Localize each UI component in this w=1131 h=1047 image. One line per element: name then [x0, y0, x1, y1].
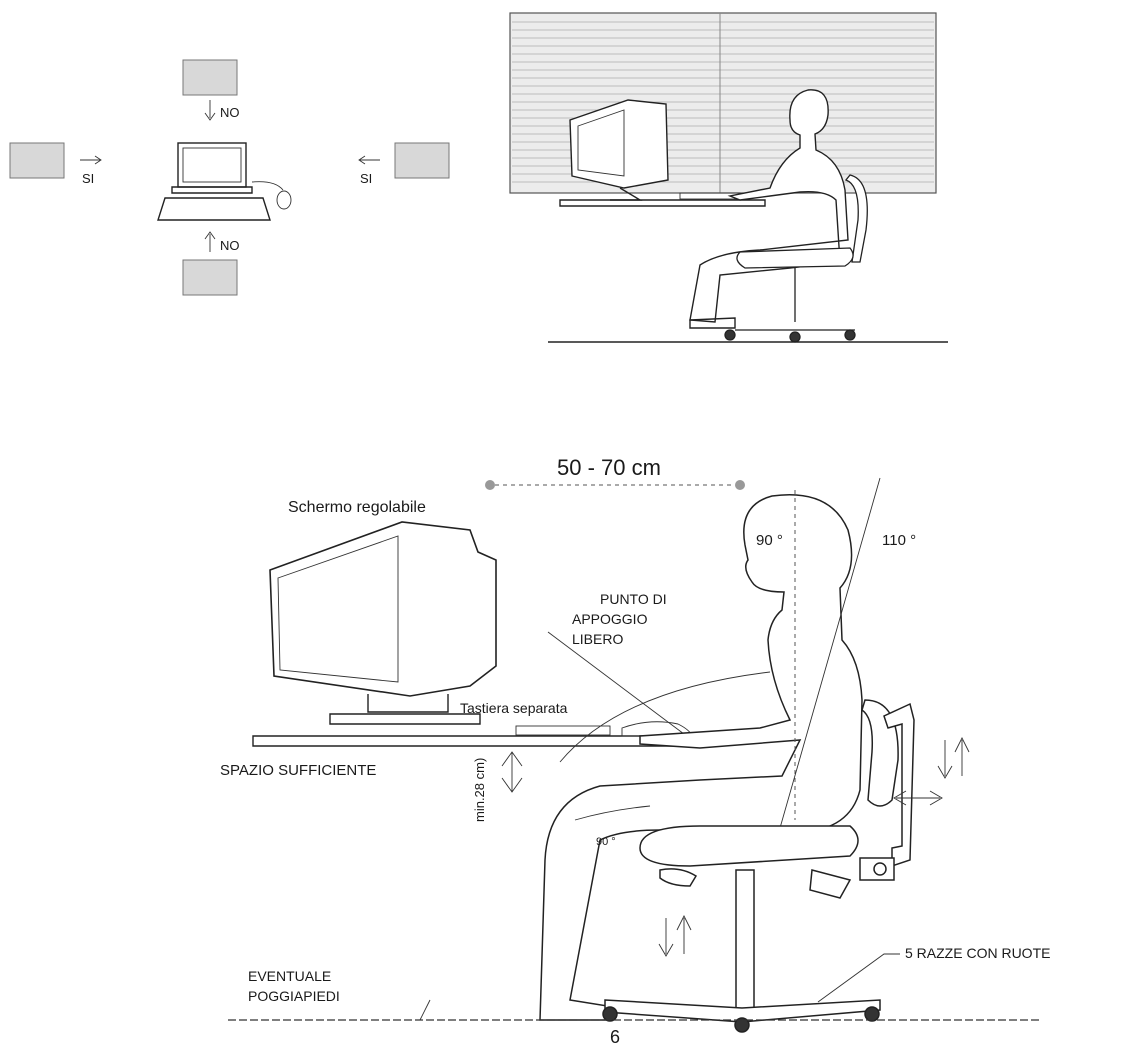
footrest-pointer: [419, 999, 431, 1021]
distance-label: 50 - 70 cm: [557, 455, 661, 480]
chair-small: [724, 174, 868, 343]
label-no-top: NO: [220, 105, 240, 120]
backrest-height-arrows-icon: [937, 736, 970, 779]
footrest-small: [689, 317, 736, 329]
angle-knee-label: 90 °: [596, 836, 616, 848]
angle-back-label: 110 °: [882, 532, 916, 549]
page-number: 6: [610, 1027, 620, 1047]
arrow-left-icon: [358, 155, 380, 165]
backrest-depth-arrows-icon: [893, 790, 943, 806]
footrest-label-1: EVENTUALE: [248, 968, 331, 984]
window-left: [9, 142, 65, 179]
monitor-large-icon: [269, 521, 497, 725]
label-si-left: SI: [82, 171, 94, 186]
window-top: [182, 59, 238, 96]
keyboard: [515, 725, 611, 736]
seat-height-arrows-icon: [658, 914, 692, 957]
arrow-right-icon: [80, 155, 102, 165]
screen-label: Schermo regolabile: [288, 499, 426, 516]
arm-arc: [559, 671, 771, 763]
ergonomics-main-scene: 50 - 70 cm Schermo regolabile Tastiera s…: [220, 455, 1050, 1033]
keyboard-label: Tastiera separata: [460, 700, 568, 716]
laptop-icon: [157, 142, 292, 221]
desk-small: [559, 199, 766, 207]
knee-arc: [574, 805, 651, 821]
support-label-1: PUNTO DI: [600, 591, 667, 607]
arrow-up-icon: [204, 231, 216, 252]
person-large: [539, 494, 863, 1021]
angle-head-label: 90 °: [756, 532, 783, 549]
distance-dot-left: [485, 480, 495, 490]
label-si-right: SI: [360, 171, 372, 186]
min-height-label: min.28 cm): [472, 758, 487, 822]
monitor-small-icon: [569, 99, 669, 201]
footrest-label-2: POGGIAPIEDI: [248, 988, 340, 1004]
support-label-2: APPOGGIO: [572, 611, 648, 627]
wheels-pointer: [817, 953, 900, 1003]
label-no-bottom: NO: [220, 238, 240, 253]
window-right: [394, 142, 450, 179]
back-angle-line: [779, 477, 881, 829]
support-pointer: [547, 631, 685, 735]
space-label: SPAZIO SUFFICIENTE: [220, 762, 376, 779]
support-label-3: LIBERO: [572, 631, 623, 647]
arrow-down-icon: [204, 100, 216, 121]
distance-dot-right: [735, 480, 745, 490]
window-placement-diagram: NO NO SI SI: [9, 59, 450, 296]
chair-large: [602, 699, 915, 1033]
workstation-small-scene: [509, 12, 948, 343]
window-bottom: [182, 259, 238, 296]
desk-large: [252, 735, 701, 747]
height-arrow-icon: [501, 751, 523, 793]
wheels-label: 5 RAZZE CON RUOTE: [905, 945, 1050, 961]
